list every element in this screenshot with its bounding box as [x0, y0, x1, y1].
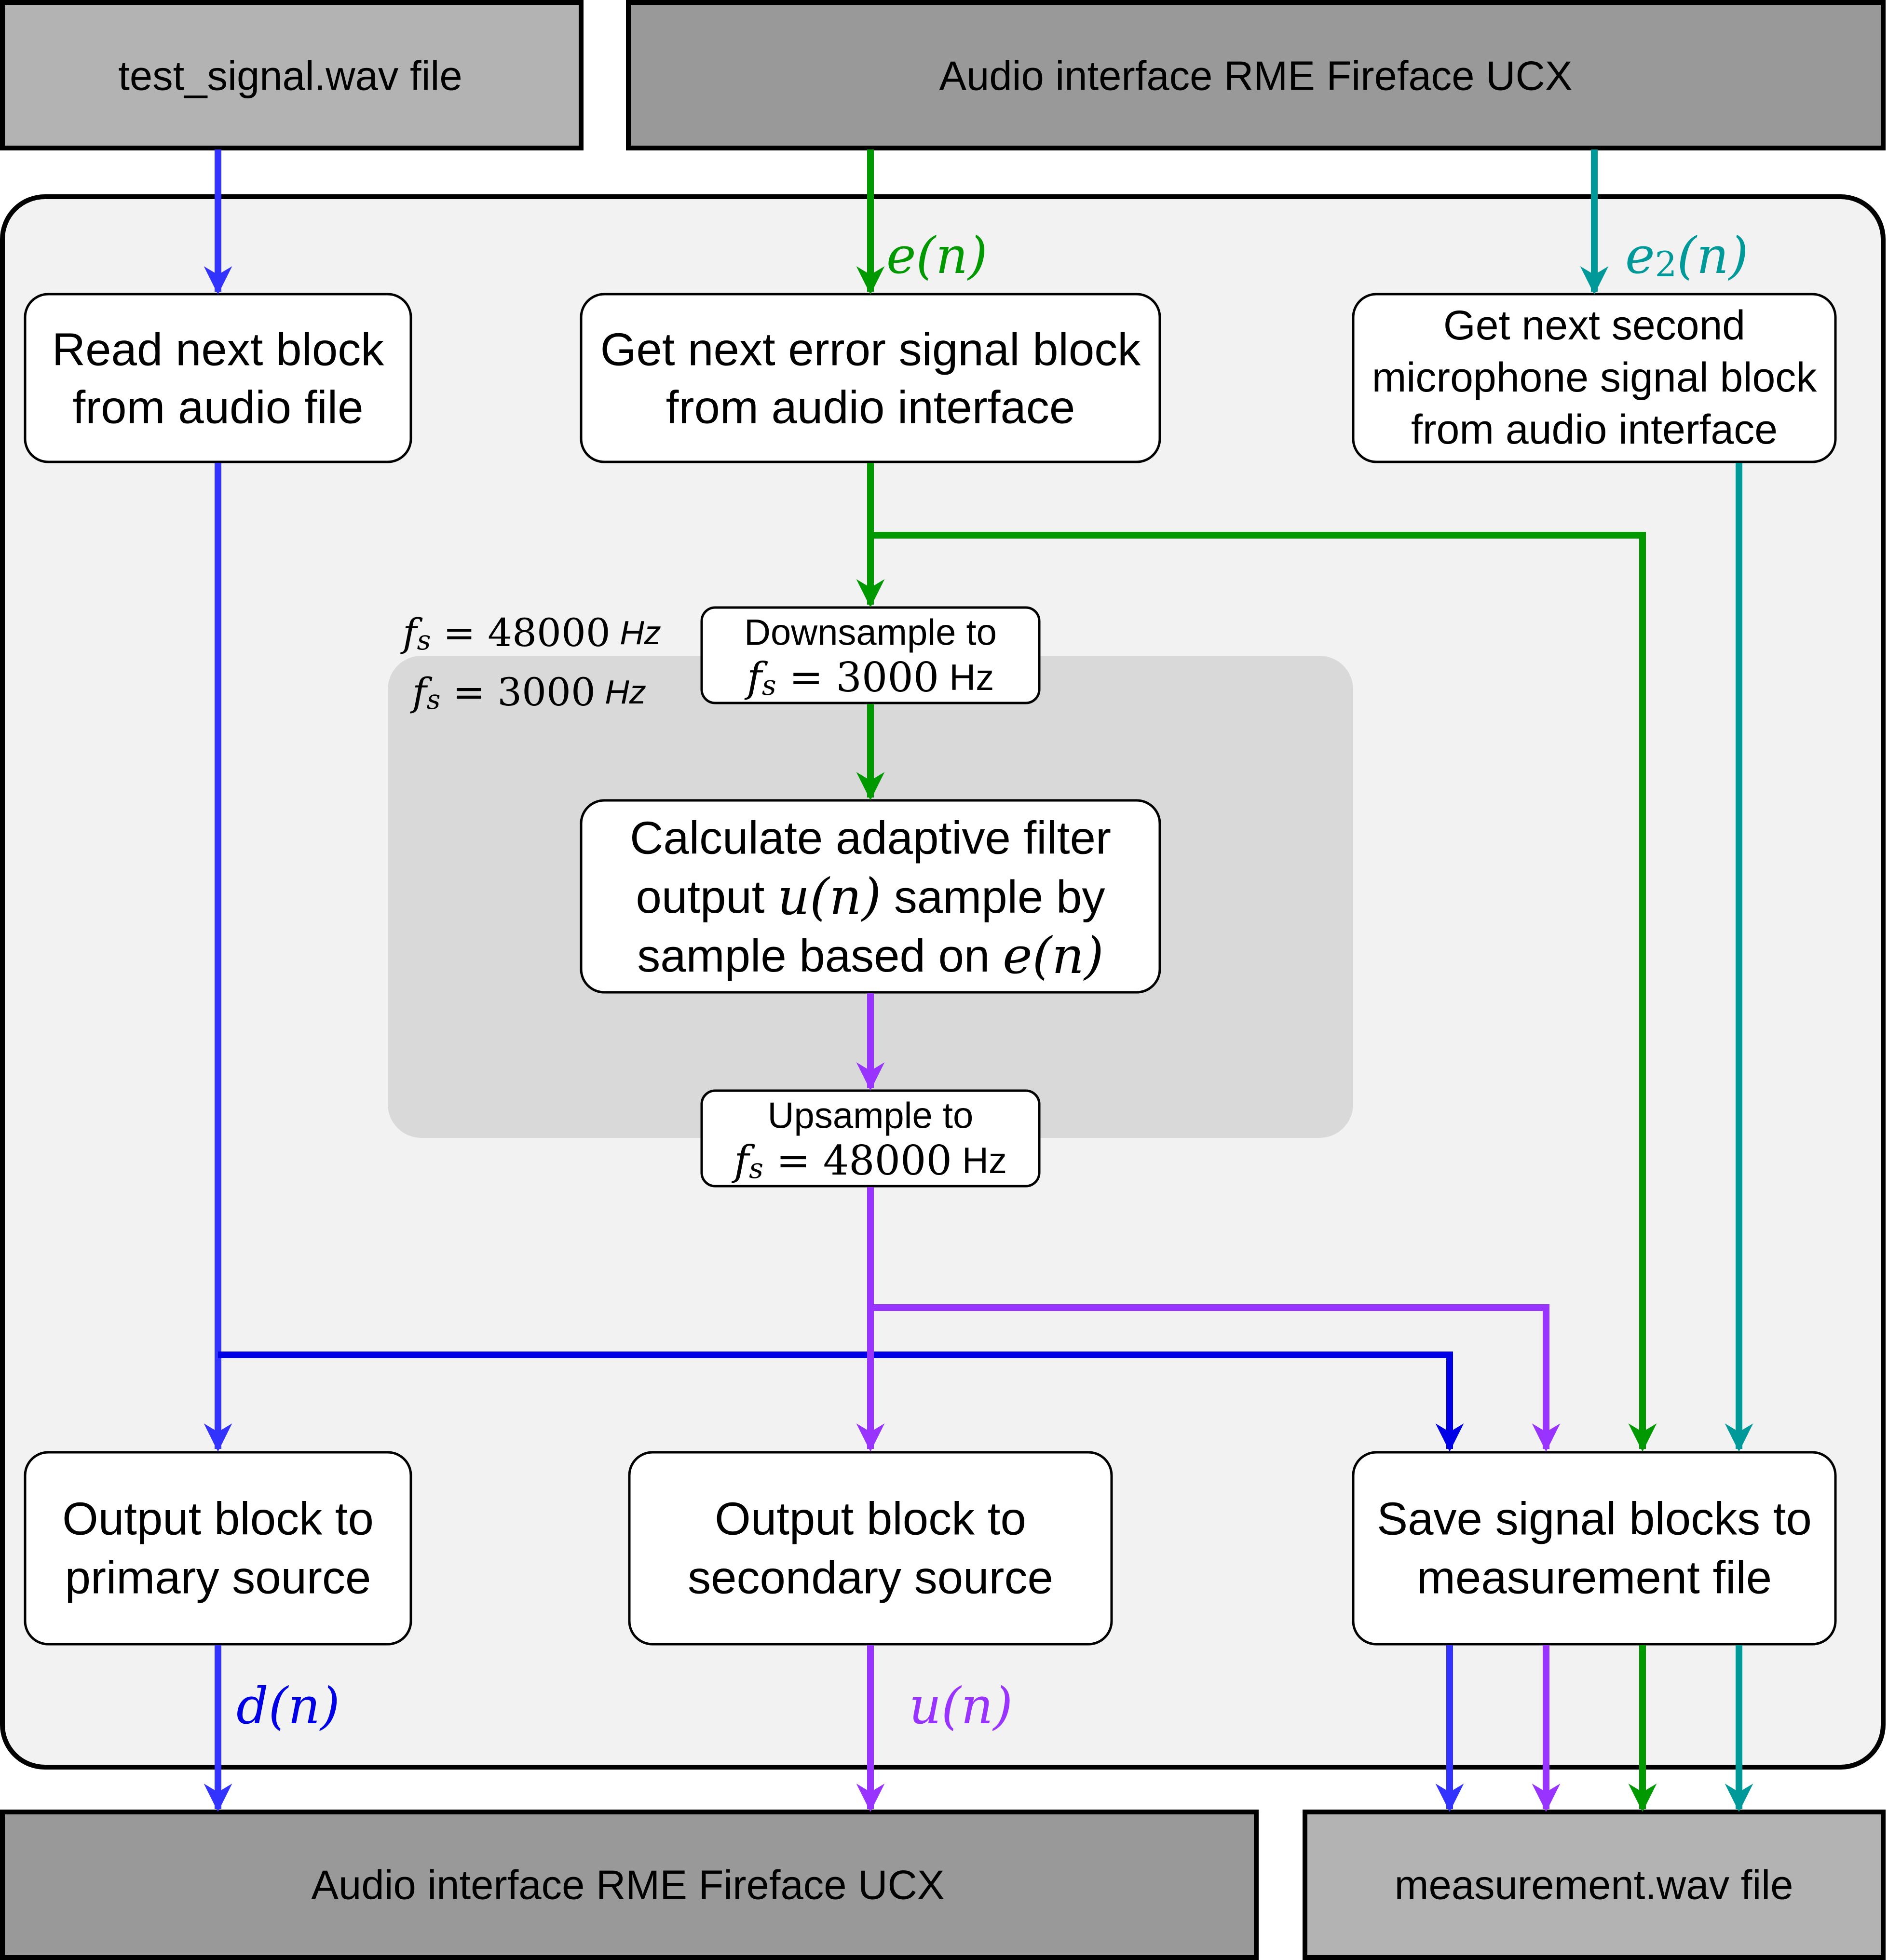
get-second-mic-block-box: Get next second microphone signal block … [1352, 293, 1837, 463]
signal-u-label: u(n) [909, 1676, 1013, 1735]
signal-e-label: e(n) [886, 226, 988, 285]
audio-interface-output-label: Audio interface RME Fireface UCX [311, 1863, 944, 1908]
get-second-mic-block-line-3: from audio interface [1411, 406, 1778, 453]
audio-interface-output-box: Audio interface RME Fireface UCX [0, 1810, 1259, 1960]
get-error-block-line-1: Get next error signal block [600, 324, 1141, 376]
upsample-label: Upsample to [768, 1095, 974, 1136]
get-second-mic-block-line-2: microphone signal block [1372, 354, 1818, 401]
arrow-error-to-save [870, 532, 1657, 1452]
outer-rate-label: fs = 48000 Hz [400, 610, 661, 656]
get-error-block-box: Get next error signal block from audio i… [580, 293, 1161, 463]
output-primary-box: Output block to primary source [24, 1451, 412, 1646]
test-signal-file-label: test_signal.wav file [118, 54, 462, 99]
adaptive-filter-line-1: Calculate adaptive filter [630, 812, 1111, 864]
measurement-file-box: measurement.wav file [1303, 1810, 1886, 1960]
outer-rate-subscript: s [417, 625, 431, 656]
signal-e2-base: e [1625, 226, 1655, 285]
test-signal-file-box: test_signal.wav file [0, 0, 584, 150]
outer-rate-value: 48000 [488, 610, 611, 655]
adaptive-filter-line-2-math: u(n) [777, 867, 881, 926]
audio-interface-input-box: Audio interface RME Fireface UCX [626, 0, 1886, 150]
read-block-line-1: Read next block [52, 324, 384, 376]
get-second-mic-block-line-1: Get next second [1443, 302, 1745, 349]
save-blocks-line-2: measurement file [1417, 1552, 1772, 1604]
inner-rate-subscript: s [427, 684, 441, 716]
signal-e2-rest: (n) [1677, 226, 1748, 285]
downsample-label: Downsample to [744, 612, 997, 653]
signal-d-label: d(n) [236, 1676, 340, 1735]
upsample-rate-unit: Hz [952, 1140, 1007, 1181]
adaptive-filter-line-2-post: sample by [881, 871, 1105, 923]
signal-e2-subscript: 2 [1655, 244, 1677, 284]
inner-rate-value: 3000 [497, 670, 596, 715]
inner-rate-label: fs = 3000 Hz [410, 670, 646, 716]
read-block-line-2: from audio file [73, 382, 364, 433]
downsample-rate-unit: Hz [939, 657, 994, 698]
outer-rate-unit: Hz [611, 614, 661, 651]
output-primary-line-2: primary source [65, 1552, 371, 1604]
downsample-rate-subscript: s [762, 669, 776, 702]
downsample-box: Downsample to fs = 3000 Hz [700, 606, 1041, 704]
get-error-block-line-2: from audio interface [666, 382, 1075, 433]
arrow-read-to-save [218, 1352, 1464, 1452]
save-blocks-box: Save signal blocks to measurement file [1352, 1451, 1837, 1646]
upsample-rate-equals: = [763, 1137, 823, 1184]
downsample-rate-equals: = [776, 654, 836, 701]
audio-interface-input-label: Audio interface RME Fireface UCX [939, 54, 1572, 99]
read-block-box: Read next block from audio file [24, 293, 412, 463]
adaptive-filter-line-3-pre: sample based on [637, 930, 1003, 982]
adaptive-filter-line-2-pre: output [636, 871, 778, 923]
inner-rate-unit: Hz [596, 673, 646, 711]
output-secondary-line-2: secondary source [688, 1552, 1053, 1604]
upsample-rate: fs = 48000 Hz [731, 1137, 1007, 1185]
output-secondary-line-1: Output block to [715, 1493, 1026, 1545]
upsample-box: Upsample to fs = 48000 Hz [700, 1089, 1041, 1188]
signal-e2-label: e2(n) [1625, 226, 1749, 285]
output-secondary-box: Output block to secondary source [628, 1451, 1113, 1646]
downsample-rate: fs = 3000 Hz [744, 654, 994, 702]
adaptive-filter-box: Calculate adaptive filter output u(n) sa… [580, 799, 1161, 994]
measurement-file-label: measurement.wav file [1395, 1863, 1793, 1908]
adaptive-filter-line-3: sample based on e(n) [637, 926, 1104, 985]
downsample-rate-value: 3000 [836, 654, 939, 701]
outer-rate-equals: = [431, 610, 488, 655]
output-primary-line-1: Output block to [62, 1493, 374, 1545]
save-blocks-line-1: Save signal blocks to [1377, 1493, 1812, 1545]
inner-rate-equals: = [440, 670, 497, 715]
arrow-upsample-to-save [870, 1304, 1561, 1452]
adaptive-filter-line-3-math: e(n) [1003, 926, 1104, 985]
upsample-rate-subscript: s [749, 1152, 763, 1185]
adaptive-filter-line-2: output u(n) sample by [636, 867, 1105, 926]
upsample-rate-value: 48000 [823, 1137, 952, 1184]
